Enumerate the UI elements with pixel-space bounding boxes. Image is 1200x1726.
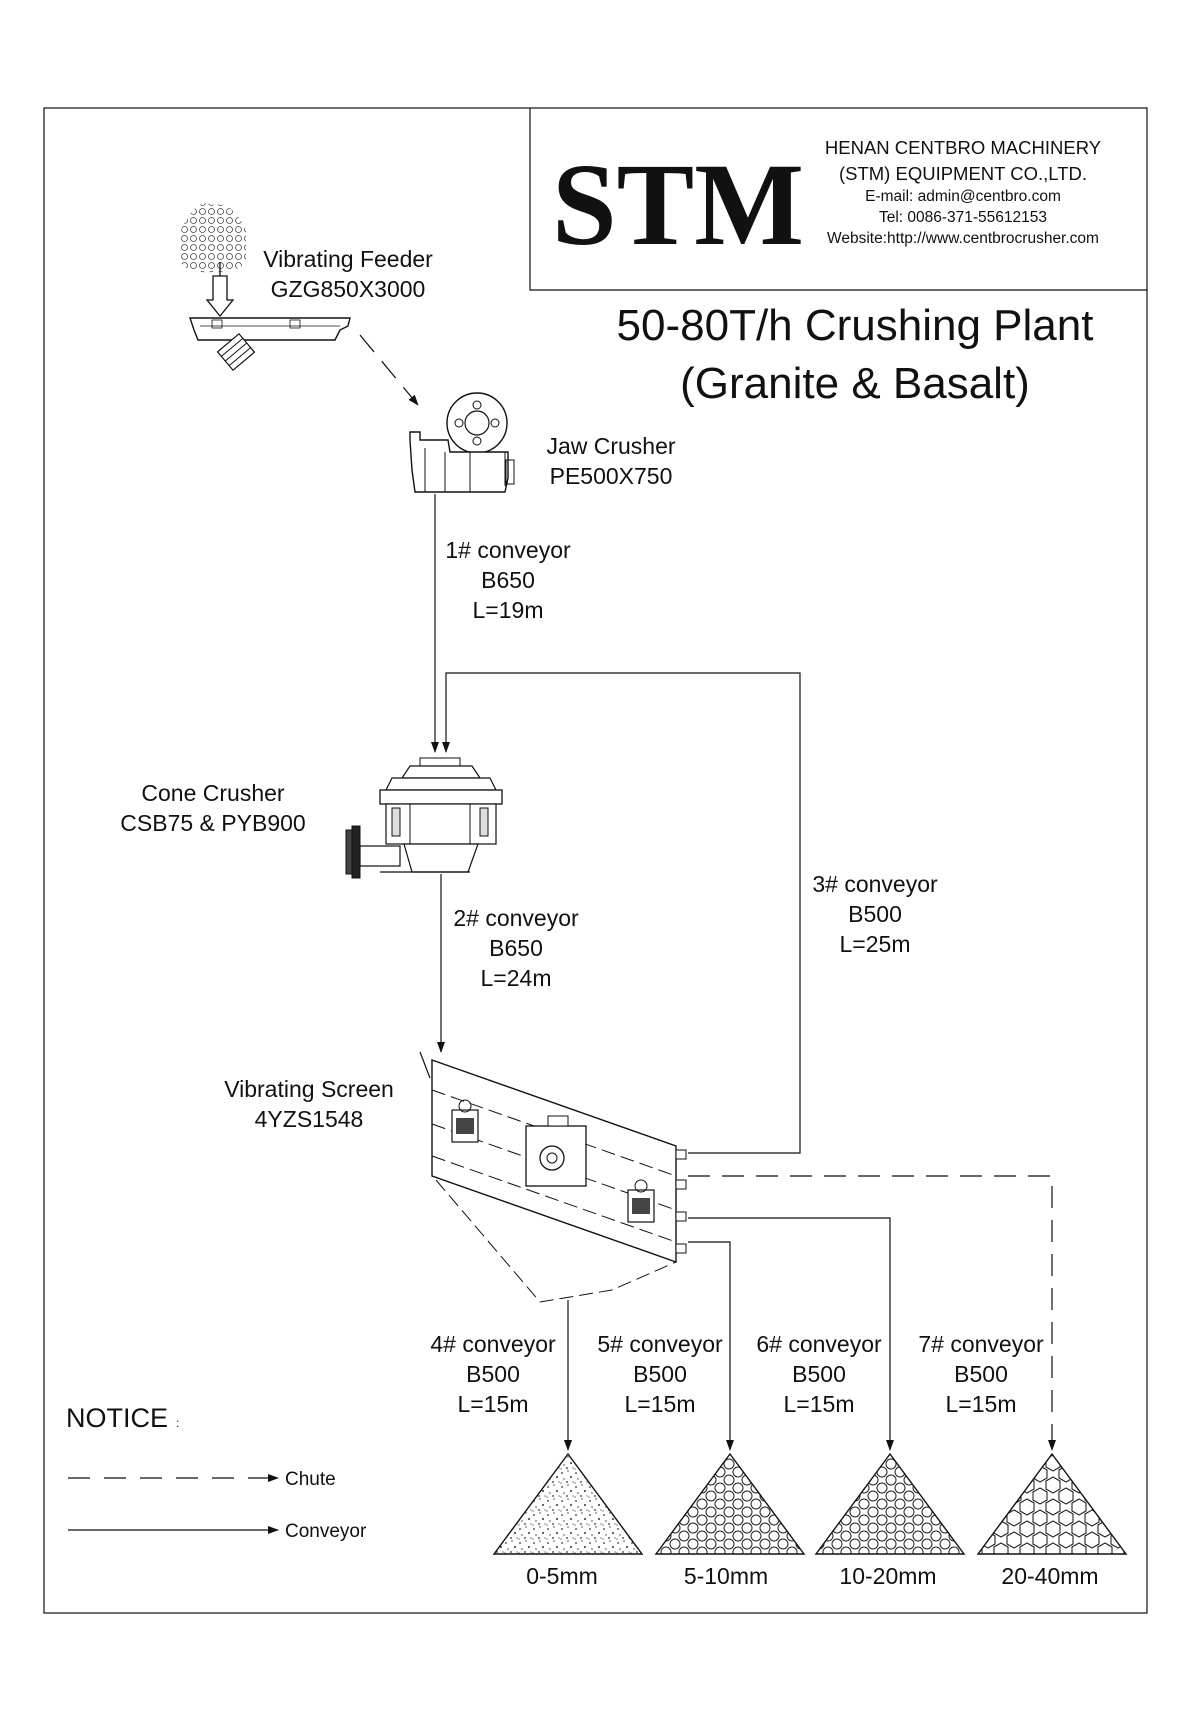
conveyor-5-name: 5# conveyor bbox=[597, 1331, 723, 1357]
product-label: 5-10mm bbox=[684, 1563, 768, 1589]
conveyor-4-spec: B500 bbox=[466, 1361, 520, 1387]
chute-to-5-10mm bbox=[688, 1241, 734, 1451]
conveyor-2-spec: B650 bbox=[489, 935, 543, 961]
header-box bbox=[529, 108, 1147, 291]
product-pile-0-5mm bbox=[492, 1452, 644, 1555]
conveyor-2-length: L=24m bbox=[481, 965, 552, 991]
product-label: 0-5mm bbox=[526, 1563, 598, 1589]
chute-feeder-to-jaw bbox=[359, 334, 419, 406]
conveyor-3-line bbox=[442, 672, 801, 1154]
product-label: 20-40mm bbox=[1001, 1563, 1098, 1589]
conveyor-6-spec: B500 bbox=[792, 1361, 846, 1387]
company-name-line1: HENAN CENTBRO MACHINERY bbox=[825, 137, 1101, 158]
jaw-crusher-name: Jaw Crusher bbox=[546, 433, 675, 459]
conveyor-6-length: L=15m bbox=[784, 1391, 855, 1417]
conveyor-1-name: 1# conveyor bbox=[445, 537, 571, 563]
conveyor-4-length: L=15m bbox=[458, 1391, 529, 1417]
conveyor-5-spec: B500 bbox=[633, 1361, 687, 1387]
product-pile-10-20mm bbox=[814, 1452, 966, 1555]
product-pile-5-10mm bbox=[654, 1452, 806, 1555]
jaw-crusher-icon bbox=[409, 392, 515, 493]
legend-conveyor-label: Conveyor bbox=[285, 1521, 367, 1542]
stm-logo: STM bbox=[552, 139, 804, 270]
conveyor-3-name: 3# conveyor bbox=[812, 871, 938, 897]
company-header: STM HENAN CENTBRO MACHINERY (STM) EQUIPM… bbox=[552, 137, 1101, 270]
conveyor-6-name: 6# conveyor bbox=[756, 1331, 882, 1357]
conveyor-5-length: L=15m bbox=[625, 1391, 696, 1417]
chute-to-20-40mm bbox=[688, 1175, 1056, 1451]
product-label: 10-20mm bbox=[839, 1563, 936, 1589]
cone-crusher-icon bbox=[345, 757, 503, 879]
feeder-model: GZG850X3000 bbox=[271, 276, 426, 302]
conveyor-1-length: L=19m bbox=[473, 597, 544, 623]
notice-title: NOTICE bbox=[66, 1403, 168, 1433]
vibrating-screen-model: 4YZS1548 bbox=[255, 1106, 364, 1132]
cone-crusher-model: CSB75 & PYB900 bbox=[120, 810, 305, 836]
company-name-line2: (STM) EQUIPMENT CO.,LTD. bbox=[839, 163, 1087, 184]
conveyor-7-name: 7# conveyor bbox=[918, 1331, 1044, 1357]
feeder-name: Vibrating Feeder bbox=[263, 246, 433, 272]
notice-colon: : bbox=[176, 1416, 179, 1430]
jaw-crusher-model: PE500X750 bbox=[550, 463, 673, 489]
conveyor-7-length: L=15m bbox=[946, 1391, 1017, 1417]
conveyor-1-spec: B650 bbox=[481, 567, 535, 593]
conveyor-4-name: 4# conveyor bbox=[430, 1331, 556, 1357]
vibrating-screen-icon bbox=[419, 1051, 687, 1303]
company-tel: Tel: 0086-371-55612153 bbox=[879, 209, 1047, 226]
product-pile-20-40mm bbox=[976, 1452, 1128, 1555]
company-website: Website:http://www.centbrocrusher.com bbox=[827, 230, 1099, 247]
vibrating-screen-name: Vibrating Screen bbox=[224, 1076, 394, 1102]
drawing-frame bbox=[43, 107, 1148, 1614]
plant-title-line1: 50-80T/h Crushing Plant bbox=[617, 301, 1094, 350]
conveyor-3-spec: B500 bbox=[848, 901, 902, 927]
legend-chute-label: Chute bbox=[285, 1469, 336, 1490]
legend: NOTICE : Chute Conveyor bbox=[66, 1403, 367, 1542]
chute-to-10-20mm bbox=[688, 1217, 894, 1451]
conveyor-3-length: L=25m bbox=[840, 931, 911, 957]
vibrating-feeder-icon bbox=[180, 203, 351, 372]
cone-crusher-name: Cone Crusher bbox=[141, 780, 285, 806]
conveyor-7-spec: B500 bbox=[954, 1361, 1008, 1387]
plant-title-line2: (Granite & Basalt) bbox=[680, 359, 1030, 408]
conveyor-2-name: 2# conveyor bbox=[453, 905, 579, 931]
company-email: E-mail: admin@centbro.com bbox=[865, 188, 1061, 205]
